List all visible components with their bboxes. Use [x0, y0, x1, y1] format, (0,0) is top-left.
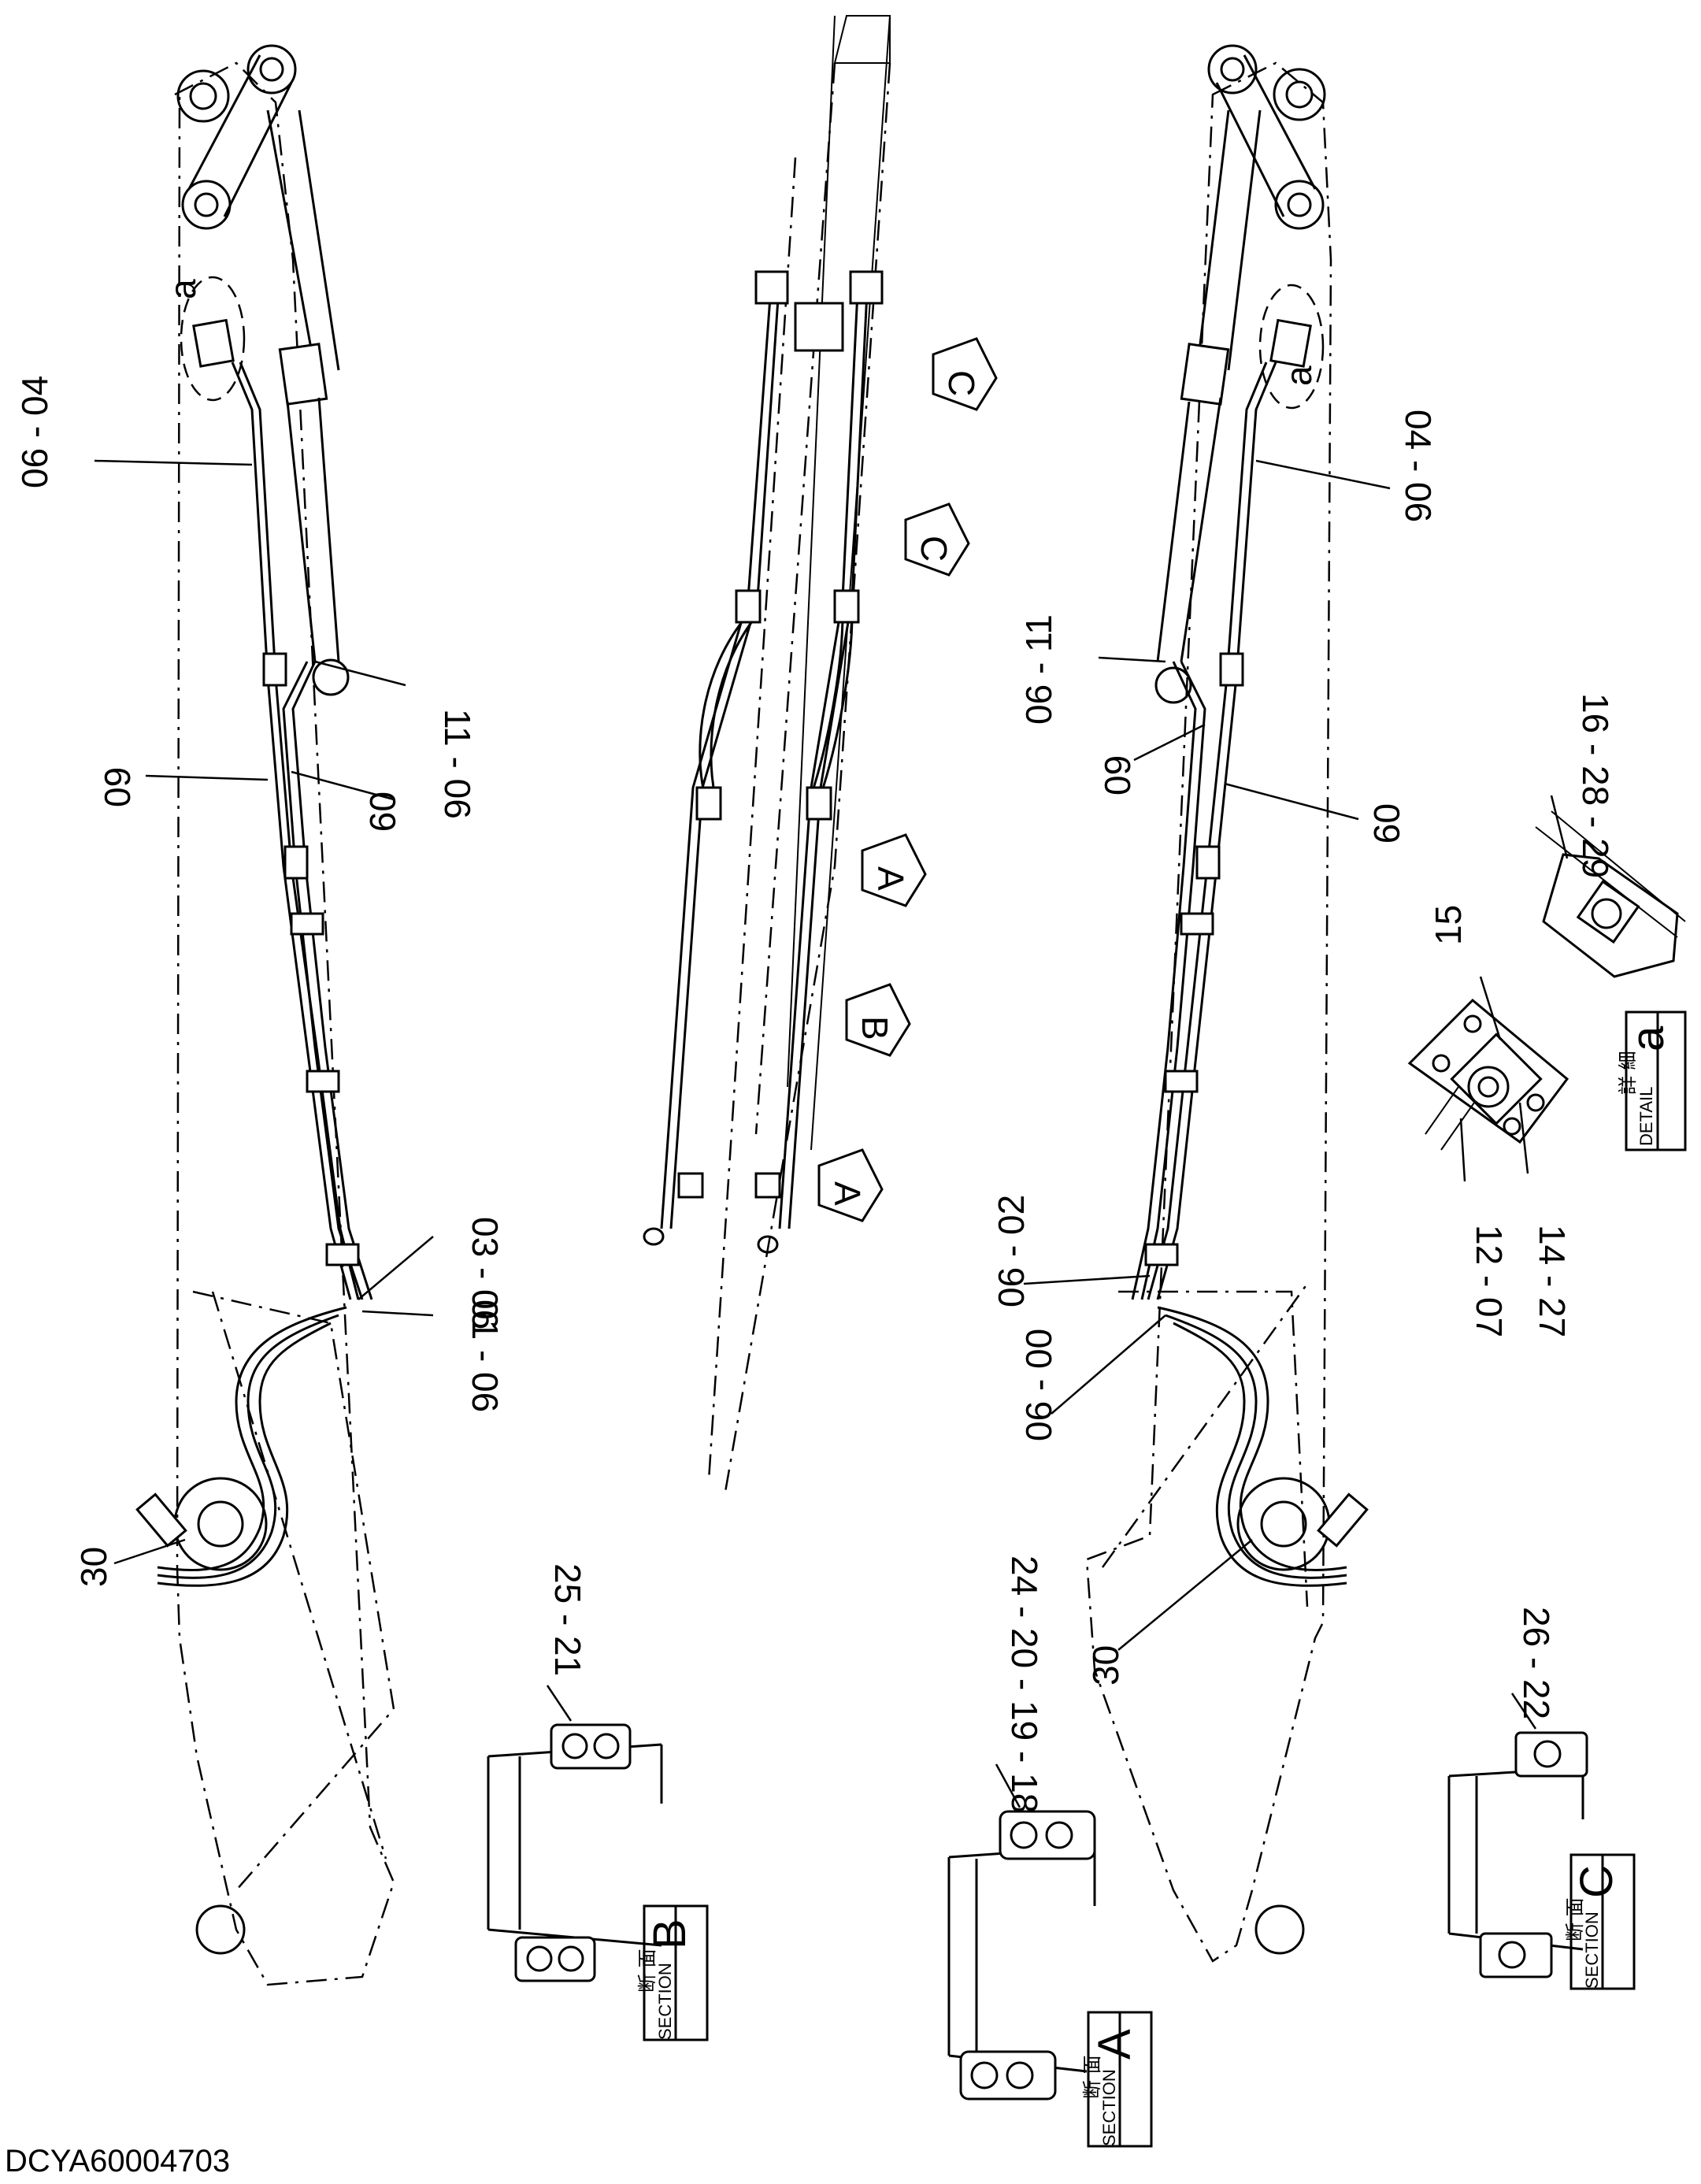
svg-text:B: B [854, 1016, 895, 1040]
svg-text:a: a [1622, 1025, 1673, 1051]
detail-a-ref-right: a [1278, 365, 1319, 386]
svg-text:断 面: 断 面 [636, 1949, 658, 1993]
callout-15: 15 [1428, 905, 1469, 945]
center-top-view: C C A B A [643, 15, 998, 1497]
svg-text:B: B [644, 1919, 695, 1949]
callout-03-06: 03 - 06 [465, 1217, 506, 1329]
document-code: DCYA60004703 [5, 2144, 231, 2178]
callout-06-11: 06 - 11 [1018, 614, 1059, 725]
section-a: 24 - 20 - 19 - 18 断 面 SECTION A [947, 1555, 1153, 2148]
svg-text:詳 細: 詳 細 [1617, 1051, 1639, 1095]
section-marker-a-2: A [817, 1148, 884, 1222]
svg-text:C: C [914, 536, 954, 562]
callout-09-upper: 09 [97, 767, 138, 807]
callout-06-02: 06 - 02 [991, 1195, 1032, 1307]
section-marker-c-1: C [932, 337, 998, 411]
callout-30-right: 30 [1085, 1645, 1126, 1685]
svg-text:A: A [827, 1181, 868, 1206]
callout-16-28-29: 16 - 28 - 29 [1575, 693, 1616, 878]
callout-09-right-lower: 09 [1366, 803, 1407, 844]
callout-06-00: 06 - 00 [1018, 1329, 1059, 1441]
svg-text:断 面: 断 面 [1564, 1897, 1586, 1941]
section-b: 25 - 21 断 面 SECTION B [487, 1563, 709, 2041]
callout-25-21: 25 - 21 [547, 1563, 588, 1676]
callout-12-07: 12 - 07 [1469, 1225, 1510, 1337]
svg-text:C: C [941, 370, 982, 396]
left-arm-view: 06 - 04 11 - 06 09 09 03 - 06 01 - 06 30… [14, 44, 506, 1986]
callout-09-lower: 09 [362, 792, 403, 832]
callout-24-20-19-18: 24 - 20 - 19 - 18 [1004, 1555, 1045, 1813]
svg-text:A: A [870, 866, 911, 891]
section-c: 26 - 22 断 面 SECTION C [1447, 1607, 1636, 1990]
callout-14-27: 14 - 27 [1532, 1225, 1573, 1337]
detail-a-ref-left: a [162, 279, 203, 299]
section-marker-c-2: C [904, 502, 970, 577]
svg-text:SECTION: SECTION [1582, 1911, 1602, 1989]
callout-30-left: 30 [73, 1547, 114, 1587]
svg-text:SECTION: SECTION [1099, 2069, 1119, 2146]
callout-01-06: 01 - 06 [465, 1300, 506, 1412]
section-marker-b: B [845, 983, 911, 1057]
callout-09-right-upper: 09 [1097, 755, 1138, 795]
detail-a: 16 - 28 - 29 15 12 - 07 14 - 27 詳 細 DETA… [1407, 693, 1687, 1337]
right-arm-view: 04 - 06 06 - 11 09 09 06 - 02 06 - 00 30… [991, 44, 1439, 1963]
callout-06-04: 06 - 04 [14, 376, 55, 488]
svg-text:SECTION: SECTION [655, 1963, 675, 2040]
svg-text:DETAIL: DETAIL [1636, 1087, 1656, 1146]
svg-text:A: A [1089, 2029, 1140, 2060]
callout-11-06: 11 - 06 [437, 709, 478, 819]
svg-text:C: C [1571, 1865, 1622, 1898]
callout-04-06: 04 - 06 [1398, 410, 1439, 522]
callout-26-22: 26 - 22 [1516, 1607, 1557, 1719]
section-marker-a-1: A [861, 833, 927, 907]
svg-text:断 面: 断 面 [1081, 2055, 1103, 2099]
